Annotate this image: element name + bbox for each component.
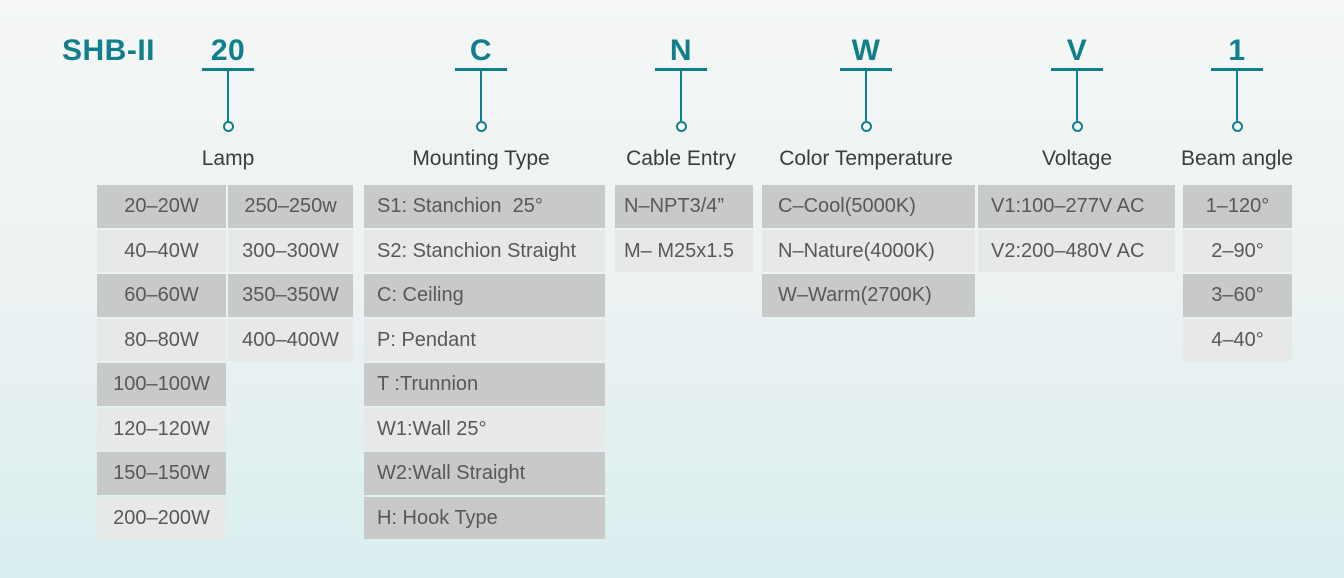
lamp-option: 200–200W [97, 496, 226, 539]
label-voltage: Voltage [1041, 147, 1113, 170]
mounting-type-option: H: Hook Type [364, 496, 605, 539]
connector-underline [1051, 68, 1103, 71]
beam-angle-option: 4–40° [1183, 318, 1292, 361]
code-lamp: 20 [210, 34, 246, 67]
lamp-option: 120–120W [97, 407, 226, 450]
connector-dot-icon [475, 121, 487, 132]
connector-underline [655, 68, 707, 71]
mounting-type-option: S1: Stanchion 25° [364, 185, 605, 228]
label-lamp: Lamp [201, 147, 255, 170]
connector-line [1236, 71, 1238, 121]
color-temperature-option: C–Cool(5000K) [762, 185, 975, 228]
connector-line [865, 71, 867, 121]
connector-dot-icon [1071, 121, 1083, 132]
code-beam-angle: 1 [1228, 34, 1246, 67]
mounting-type-option: P: Pendant [364, 318, 605, 361]
code-cable-entry: N [669, 34, 693, 67]
code-voltage: V [1066, 34, 1088, 67]
connector-underline [455, 68, 507, 71]
color-temperature-option: N–Nature(4000K) [762, 229, 975, 272]
cable-entry-option: M– M25x1.5 [615, 229, 753, 272]
mounting-type-option: C: Ceiling [364, 274, 605, 317]
color-temperature-options: C–Cool(5000K)N–Nature(4000K)W–Warm(2700K… [762, 185, 975, 317]
mounting-type-option: W1:Wall 25° [364, 407, 605, 450]
cable-entry-options: N–NPT3/4”M– M25x1.5 [615, 185, 753, 272]
connector-dot-icon [860, 121, 872, 132]
code-color-temperature: W [851, 34, 881, 67]
header-group-mounting-type: C Mounting Type [331, 34, 631, 171]
connector-line [227, 71, 229, 121]
connector-dot-icon [675, 121, 687, 132]
beam-angle-options: 1–120°2–90°3–60°4–40° [1183, 185, 1292, 361]
connector-underline [1211, 68, 1263, 71]
mounting-type-option: W2:Wall Straight [364, 452, 605, 495]
connector-dot-icon [1231, 121, 1243, 132]
header-group-cable-entry: N Cable Entry [531, 34, 831, 171]
lamp-option: 150–150W [97, 452, 226, 495]
header-group-beam-angle: 1 Beam angle [1087, 34, 1344, 171]
lamp-option: 400–400W [228, 318, 353, 361]
connector-line [480, 71, 482, 121]
header-group-lamp: 20 Lamp [78, 34, 378, 171]
connector-dot-icon [222, 121, 234, 132]
label-mounting-type: Mounting Type [412, 147, 550, 170]
connector-underline [202, 68, 254, 71]
beam-angle-option: 3–60° [1183, 274, 1292, 317]
connector-line [1076, 71, 1078, 121]
lamp-option: 300–300W [228, 229, 353, 272]
cable-entry-option: N–NPT3/4” [615, 185, 753, 228]
beam-angle-option: 2–90° [1183, 229, 1292, 272]
label-color-temperature: Color Temperature [779, 147, 953, 170]
lamp-option: 60–60W [97, 274, 226, 317]
lamp-option: 40–40W [97, 229, 226, 272]
voltage-option: V2:200–480V AC [978, 229, 1175, 272]
lamp-option: 350–350W [228, 274, 353, 317]
lamp-option: 20–20W [97, 185, 226, 228]
header-group-voltage: V Voltage [927, 34, 1227, 171]
lamp-option: 250–250w [228, 185, 353, 228]
label-beam-angle: Beam angle [1180, 147, 1294, 170]
connector-line [680, 71, 682, 121]
label-cable-entry: Cable Entry [626, 147, 736, 170]
mounting-type-option: T :Trunnion [364, 363, 605, 406]
color-temperature-option: W–Warm(2700K) [762, 274, 975, 317]
mounting-type-option: S2: Stanchion Straight [364, 229, 605, 272]
lamp-option: 100–100W [97, 363, 226, 406]
model-prefix: SHB-II [62, 34, 155, 67]
lamp-option: 80–80W [97, 318, 226, 361]
beam-angle-option: 1–120° [1183, 185, 1292, 228]
header-group-color-temperature: W Color Temperature [716, 34, 1016, 171]
connector-underline [840, 68, 892, 71]
voltage-option: V1:100–277V AC [978, 185, 1175, 228]
code-mounting-type: C [469, 34, 493, 67]
